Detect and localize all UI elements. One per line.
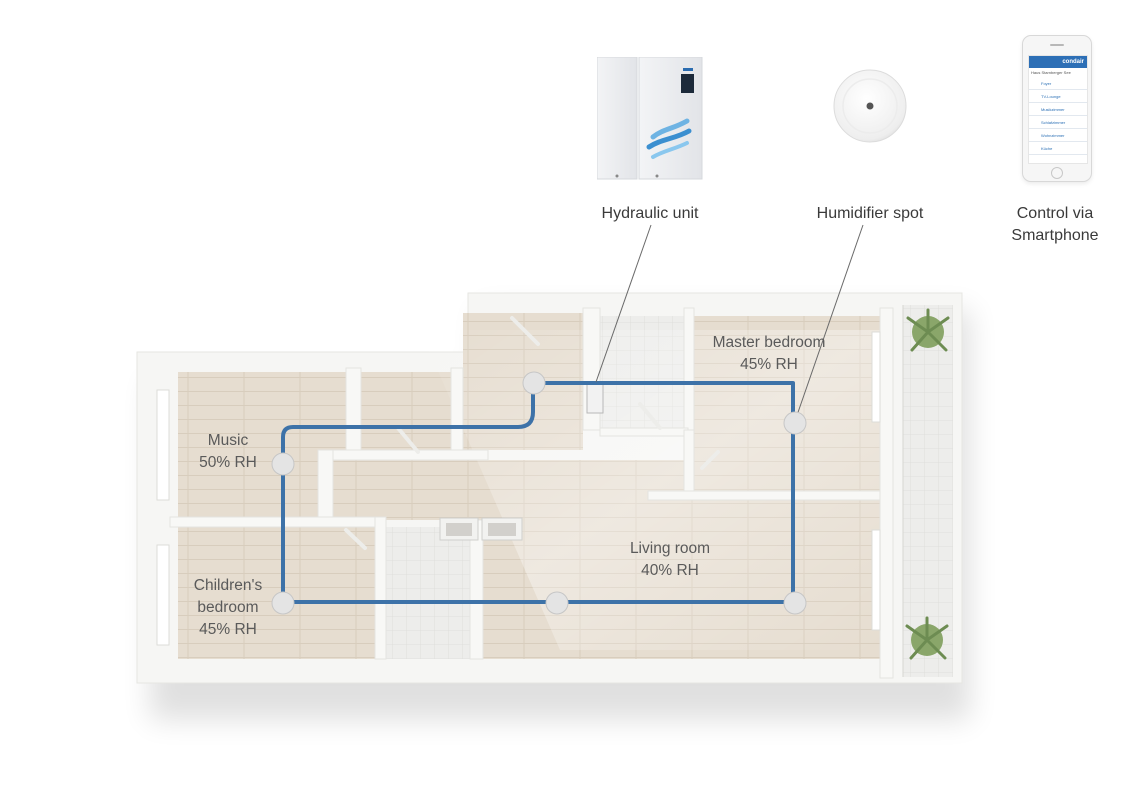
humidifier-spot-marker xyxy=(522,371,546,395)
room-music-humidity: 50% RH xyxy=(199,454,257,471)
app-room-list: Foyer TV-Lounge Musikzimmer Schlafzimmer… xyxy=(1029,79,1087,163)
smartphone-caption-line1: Control via xyxy=(1016,205,1094,222)
room-music-name: Music xyxy=(207,432,249,449)
smartphone-screen: condair Haus Starnberger See Foyer TV-Lo… xyxy=(1028,55,1088,164)
plant-top xyxy=(906,308,950,352)
room-childrens-name-line2: bedroom xyxy=(197,599,259,616)
room-master-bedroom-name: Master bedroom xyxy=(712,334,826,351)
app-room-item[interactable]: Foyer xyxy=(1029,79,1087,90)
humidifier-spot-marker xyxy=(271,452,295,476)
app-room-item[interactable]: Schlafzimmer xyxy=(1029,118,1087,129)
humidifier-spot-image xyxy=(832,68,908,144)
room-living-humidity: 40% RH xyxy=(641,562,699,579)
room-master-bedroom-humidity: 45% RH xyxy=(740,356,798,373)
hydraulic-unit-plan-marker xyxy=(586,381,604,414)
app-room-item[interactable]: Küche xyxy=(1029,144,1087,155)
humidifier-spot-marker xyxy=(783,591,807,615)
app-brand: condair xyxy=(1062,59,1084,65)
humidifier-spot-marker xyxy=(271,591,295,615)
app-room-item[interactable]: Musikzimmer xyxy=(1029,105,1087,116)
hydraulic-unit-caption: Hydraulic unit xyxy=(601,205,699,222)
humidifier-spot-callout-line xyxy=(794,224,864,422)
humidifier-pipe-loop xyxy=(281,381,795,604)
hydraulic-unit-callout-line xyxy=(595,224,652,383)
smartphone-caption-line2: Smartphone xyxy=(1011,227,1099,244)
hydraulic-unit-image xyxy=(596,56,703,180)
humidifier-spot-caption: Humidifier spot xyxy=(816,205,924,222)
humidifier-spot-marker xyxy=(545,591,569,615)
room-childrens-name-line1: Children's xyxy=(193,577,263,594)
plant-bottom xyxy=(905,616,949,660)
app-location: Haus Starnberger See xyxy=(1031,70,1071,75)
humidifier-spot-marker xyxy=(783,411,807,435)
app-room-item[interactable]: Wohnzimmer xyxy=(1029,131,1087,142)
room-living-name: Living room xyxy=(629,540,711,557)
smartphone-image: condair Haus Starnberger See Foyer TV-Lo… xyxy=(1022,35,1092,182)
app-room-item[interactable]: TV-Lounge xyxy=(1029,92,1087,103)
room-childrens-humidity: 45% RH xyxy=(199,621,257,638)
